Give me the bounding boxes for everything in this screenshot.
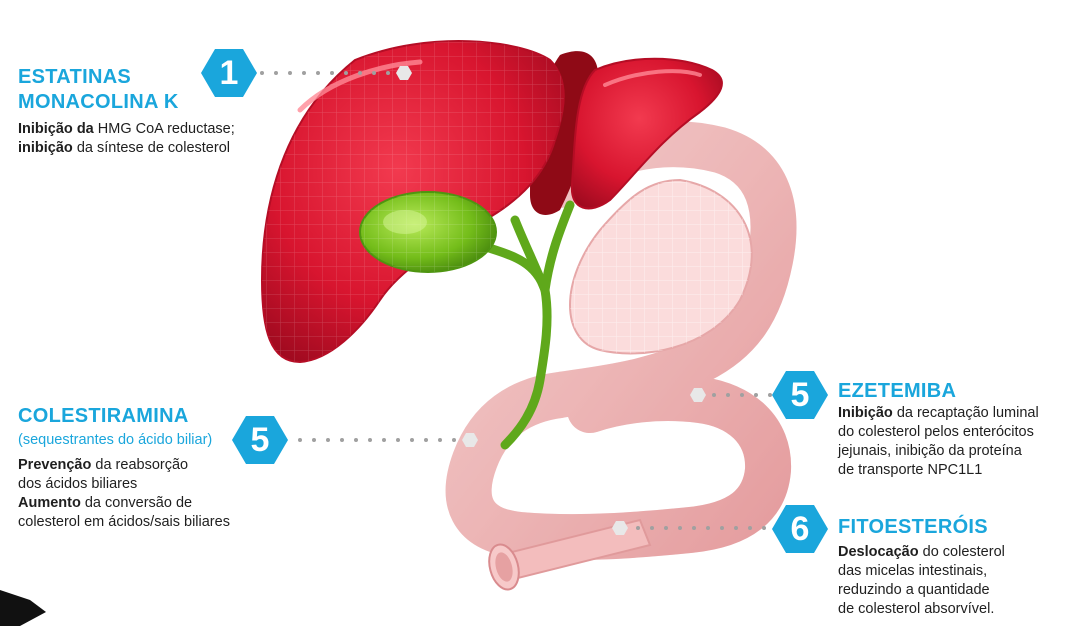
item-1-description: Inibição da HMG CoA reductase; inibição … [18, 120, 235, 158]
item-2-title: COLESTIRAMINA [18, 404, 189, 429]
leader-line-3 [690, 388, 772, 402]
item-3-description: Inibição da recaptação luminal do colest… [838, 404, 1039, 480]
desc-text: de transporte NPC1L1 [838, 462, 983, 478]
item-4-title: FITOESTERÓIS [838, 515, 988, 540]
item-2-description: Prevenção da reabsorção dos ácidos bilia… [18, 456, 230, 532]
desc-text: do colesterol pelos enterócitos [838, 424, 1034, 440]
badge-number: 5 [250, 421, 270, 459]
desc-text: do colesterol [918, 544, 1005, 560]
bile-duct-icon [475, 200, 575, 450]
desc-bold: Prevenção [18, 457, 92, 473]
title-line: EZETEMIBA [838, 380, 957, 402]
leader-lines [260, 66, 772, 535]
title-line: FITOESTERÓIS [838, 516, 988, 538]
desc-text: colesterol em ácidos/sais biliares [18, 514, 230, 530]
desc-text: dos ácidos biliares [18, 476, 138, 492]
desc-text: da síntese de colesterol [72, 140, 230, 156]
hexagon-badge-icon: 5 [772, 371, 828, 419]
corner-shape [0, 590, 46, 626]
desc-text: de colesterol absorvível. [838, 601, 995, 617]
title-line: MONACOLINA K [18, 91, 179, 113]
item-4-description: Deslocação do colesterol das micelas int… [838, 543, 1005, 619]
item-2-subtitle: (sequestrantes do ácido biliar) [18, 432, 213, 448]
hexagon-badge-icon: 6 [772, 505, 828, 553]
hexagon-badge-icon: 5 [232, 416, 288, 464]
desc-text: da reabsorção [91, 457, 189, 473]
hexagon-badge-icon: 1 [201, 49, 257, 97]
desc-text: jejunais, inibição da proteína [838, 443, 1022, 459]
desc-text: da conversão de [80, 495, 193, 511]
desc-text: das micelas intestinais, [838, 563, 988, 579]
item-3-title: EZETEMIBA [838, 379, 956, 404]
leader-line-1 [260, 66, 412, 80]
item-1-title: ESTATINAS MONACOLINA K [18, 65, 179, 115]
leader-line-2 [298, 433, 478, 447]
desc-text: reduzindo a quantidade [838, 582, 990, 598]
badge-number: 1 [219, 54, 239, 92]
desc-text: HMG CoA reductase; [93, 121, 235, 137]
desc-bold: Inibição da [18, 121, 94, 137]
desc-bold: Inibição [838, 405, 893, 421]
title-line: ESTATINAS [18, 66, 132, 88]
desc-text: da recaptação luminal [892, 405, 1039, 421]
intestine-icon [445, 121, 797, 591]
badge-number: 5 [790, 376, 810, 414]
desc-bold: Deslocação [838, 544, 919, 560]
title-line: COLESTIRAMINA [18, 405, 189, 427]
gallbladder-icon [359, 191, 497, 273]
leader-line-4 [612, 521, 766, 535]
badge-number: 6 [790, 510, 810, 548]
desc-bold: inibição [18, 140, 73, 156]
desc-bold: Aumento [18, 495, 81, 511]
